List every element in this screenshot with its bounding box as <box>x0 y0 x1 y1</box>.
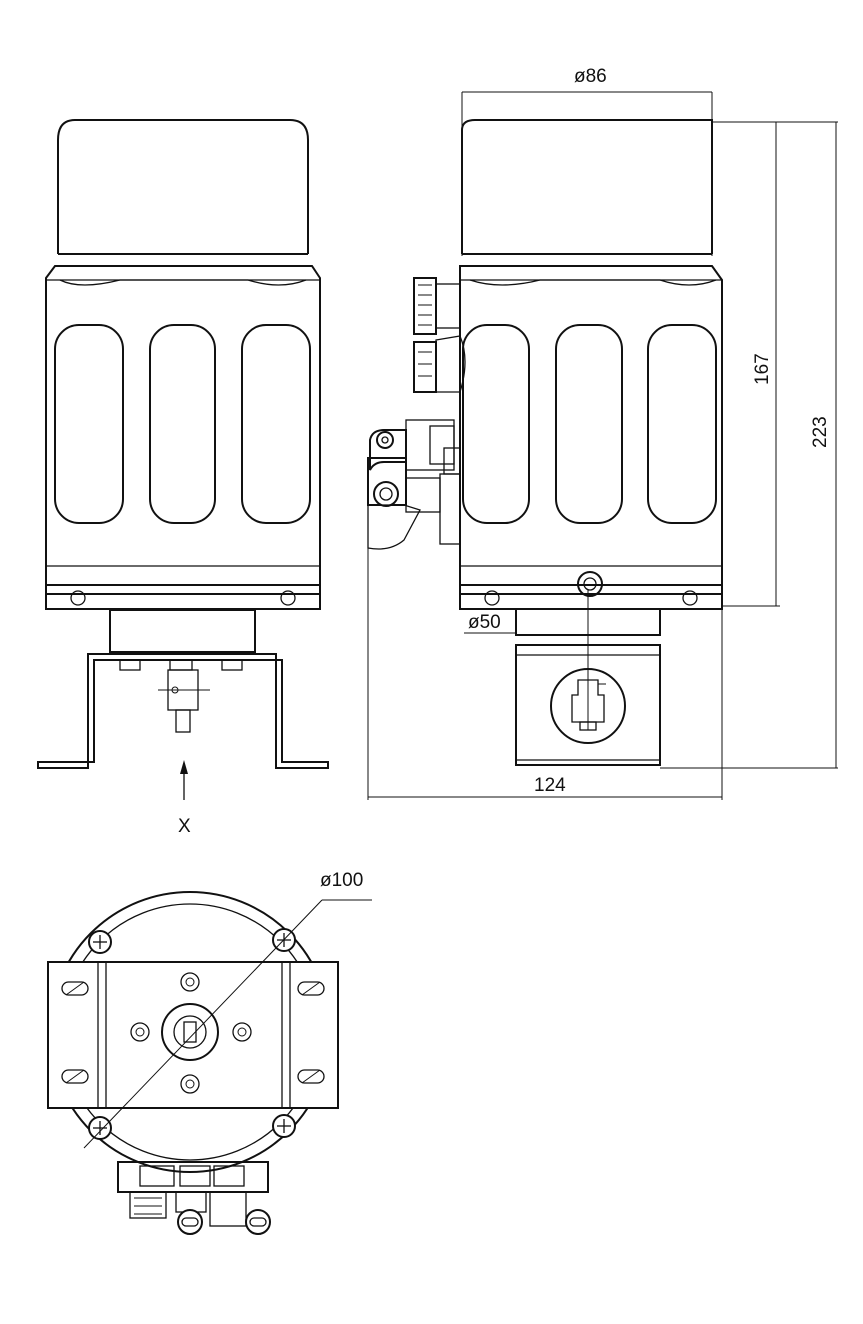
bolt-icon <box>682 590 698 606</box>
bolt-icon <box>280 590 296 606</box>
dim-height-body: 167 <box>752 353 773 385</box>
connector-1 <box>413 277 437 335</box>
bottom-view: ø100 <box>47 870 372 1235</box>
front-window-1 <box>54 324 124 524</box>
side-window-1 <box>462 324 530 524</box>
side-cap <box>461 119 713 254</box>
fitting-ring-icon <box>177 1209 203 1235</box>
slot-icon <box>61 981 325 1084</box>
bolt-icon <box>484 590 500 606</box>
dim-top-diameter: ø86 <box>574 66 607 87</box>
front-cap <box>57 119 309 254</box>
front-adapter <box>109 609 256 653</box>
side-window-3 <box>647 324 717 524</box>
front-view: X <box>37 119 329 837</box>
side-body <box>459 265 723 595</box>
bolt-icon <box>70 590 86 606</box>
hole-icon <box>130 972 252 1094</box>
mounting-bracket <box>37 653 329 769</box>
dimension-lines: ø86 167 223 ø50 124 <box>367 66 838 800</box>
dim-width-total: 124 <box>534 775 566 796</box>
front-body <box>45 265 321 595</box>
dim-shaft-diameter: ø50 <box>468 612 501 633</box>
dim-height-total: 223 <box>810 416 831 448</box>
fitting-ring-icon <box>373 481 399 507</box>
view-label: X <box>178 816 191 837</box>
center-shaft <box>161 1003 219 1061</box>
hex-socket-icon <box>577 571 603 597</box>
dim-flange-diameter: ø100 <box>320 870 363 891</box>
front-window-2 <box>149 324 216 524</box>
side-window-2 <box>555 324 623 524</box>
arrow-head-icon <box>180 760 188 774</box>
side-view <box>367 119 723 766</box>
front-window-3 <box>241 324 311 524</box>
connector-2 <box>413 341 437 393</box>
fitting-ring-icon <box>245 1209 271 1235</box>
